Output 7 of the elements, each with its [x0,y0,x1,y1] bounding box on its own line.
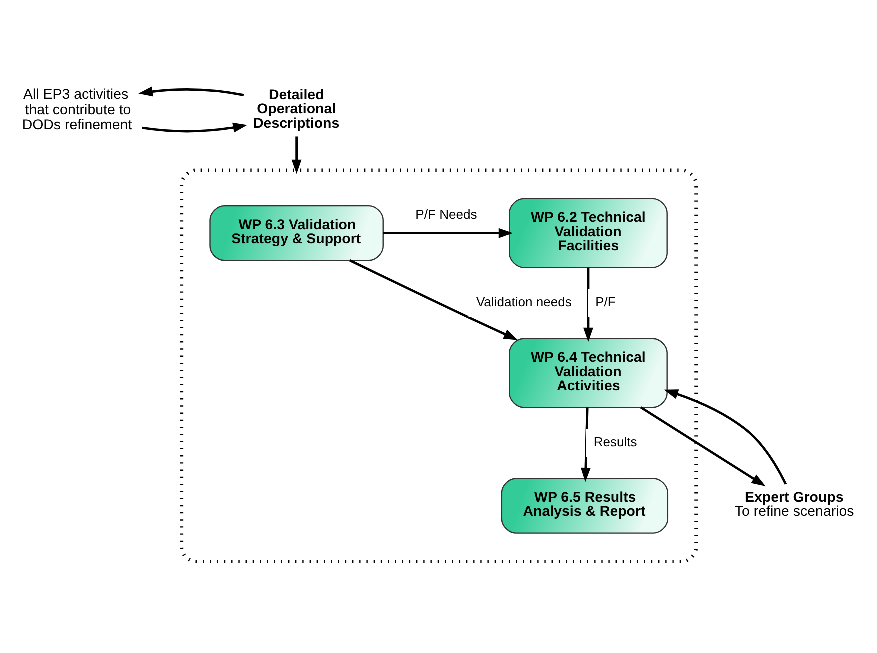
node-text: Detailed Operational Descriptions [254,86,340,132]
node-text: Expert Groups To refine scenarios [734,490,854,520]
edge-label: Validation needs [476,294,572,310]
edge-label: P/F Needs [416,206,478,222]
edge-label: Results [594,434,638,450]
edge-label: P/F [596,294,616,310]
node-text: All EP3 activities that contribute to DODs refinement [22,86,132,134]
